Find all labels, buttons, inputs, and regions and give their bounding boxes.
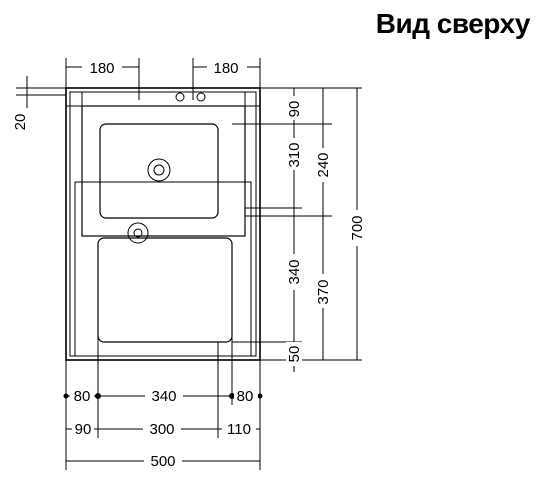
dim-bottom-90: 90	[75, 421, 92, 438]
dim-bottom-340: 340	[151, 388, 176, 405]
overflow-drain-icon	[127, 222, 149, 244]
bowl-drain-icon	[147, 158, 171, 182]
dim-right-50: 50	[286, 346, 303, 363]
dim-left-20: 20	[12, 114, 29, 131]
dim-dot	[95, 393, 101, 399]
dim-bottom-300: 300	[149, 421, 174, 438]
dim-dot	[229, 393, 235, 399]
dim-right-700: 700	[349, 215, 366, 240]
bowl-drain-inner	[153, 164, 165, 176]
dim-top-right: 180	[213, 60, 238, 77]
dim-bottom-80-left: 80	[74, 388, 91, 405]
overflow-drain-inner	[133, 228, 143, 238]
dim-right-90: 90	[286, 101, 303, 118]
faucet-hole-right-icon	[196, 92, 206, 102]
dim-top-left: 180	[89, 60, 114, 77]
dim-right-370: 370	[315, 279, 332, 304]
dimension-right	[232, 87, 362, 372]
dim-bottom-110: 110	[227, 421, 251, 438]
drainboard	[97, 237, 233, 346]
dimension-bottom	[63, 342, 263, 470]
dim-right-340: 340	[286, 259, 303, 284]
dim-bottom-500: 500	[150, 453, 175, 470]
dim-bottom-80-right: 80	[237, 388, 254, 405]
sink-outline	[65, 87, 261, 361]
drawing-title: Вид сверху	[375, 8, 531, 39]
dim-right-310: 310	[286, 142, 303, 167]
sink-bowl	[99, 123, 219, 219]
dimension-left	[16, 76, 66, 108]
dim-right-240: 240	[315, 152, 332, 177]
faucet-hole-left-icon	[175, 92, 185, 102]
